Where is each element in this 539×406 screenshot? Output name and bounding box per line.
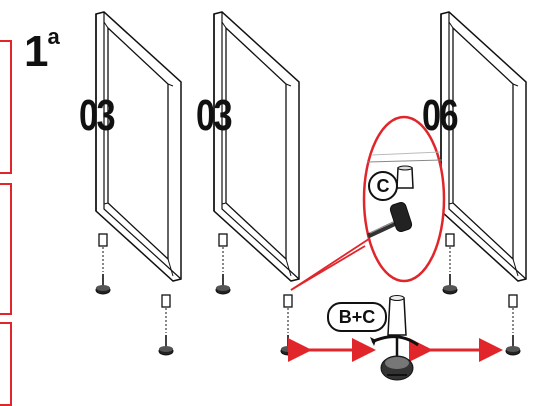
frame-1 [95, 11, 182, 282]
part-bc-label: B+C [327, 302, 387, 332]
leveling-foot [280, 294, 296, 356]
leveling-foot [442, 233, 458, 295]
page-margin-mark-top [0, 40, 12, 174]
mallet-icon [366, 202, 413, 239]
step-suffix: a [47, 24, 59, 49]
quantity-label: 03 [196, 91, 233, 140]
leveling-foot [215, 233, 231, 295]
step-number: 1a [24, 24, 60, 76]
page-margin-mark-middle [0, 183, 12, 315]
leveling-foot [158, 294, 174, 356]
leveling-foot [505, 294, 521, 356]
foot-assembly-detail [370, 295, 419, 381]
quantity-label: 03 [79, 91, 116, 140]
insert-cap-icon [396, 165, 414, 189]
quantity-label: 06 [422, 91, 459, 140]
part-c-label: C [368, 171, 398, 201]
leveling-foot [95, 233, 111, 295]
zoom-callout [290, 115, 446, 291]
assembly-illustration [95, 11, 527, 381]
